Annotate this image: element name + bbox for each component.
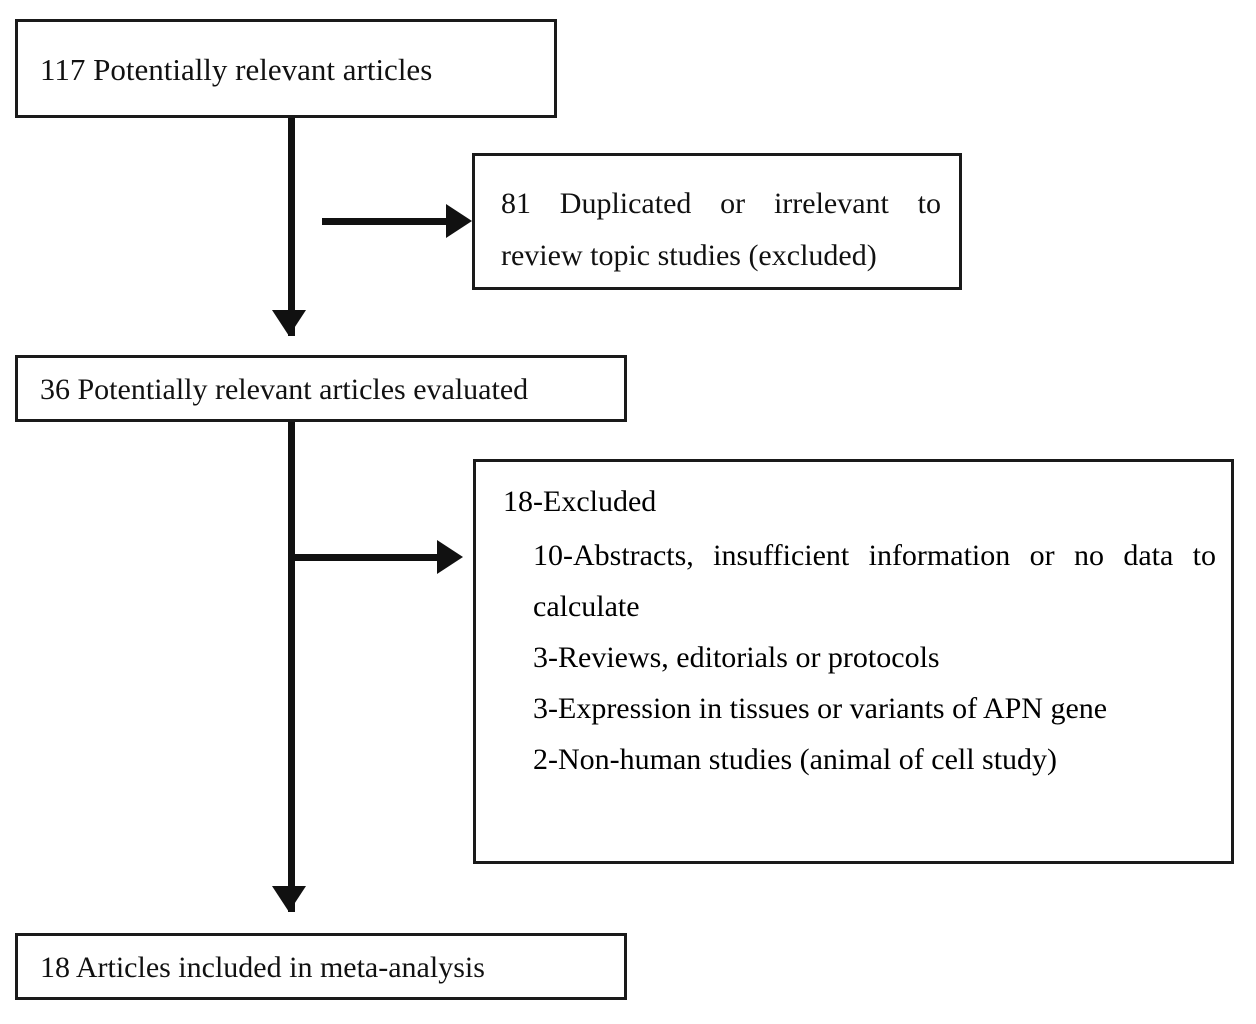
horizontal-connector-line	[322, 218, 458, 225]
node-included-articles: 18 Articles included in meta-analysis	[15, 933, 627, 1000]
arrowhead-down-icon	[272, 310, 306, 336]
exclusion-list-item: 10-Abstracts, insufficient information o…	[533, 539, 1216, 623]
exclusion-list-item: 3-Expression in tissues or variants of A…	[533, 692, 1108, 725]
node-exclusion-details: 18-Excluded 10-Abstracts, insufficient i…	[473, 459, 1234, 864]
node-duplicates-label: 81 Duplicated or irrelevant to review to…	[501, 187, 949, 272]
exclusion-list-item: 2-Non-human studies (animal of cell stud…	[533, 743, 1058, 776]
node-identified-articles: 117 Potentially relevant articles	[15, 19, 557, 118]
vertical-connector-line	[288, 118, 295, 336]
arrowhead-right-icon	[437, 540, 463, 574]
exclusions-list: 10-Abstracts, insufficient information o…	[533, 530, 1216, 785]
arrowhead-down-icon	[272, 886, 306, 912]
node-screened-articles: 36 Potentially relevant articles evaluat…	[15, 355, 627, 422]
node-included-label: 18 Articles included in meta-analysis	[40, 951, 485, 984]
horizontal-connector-line	[288, 554, 445, 561]
node-identified-label: 117 Potentially relevant articles	[40, 52, 433, 87]
exclusions-heading: 18-Excluded	[503, 485, 657, 518]
node-duplicates-excluded: 81 Duplicated or irrelevant to review to…	[472, 153, 962, 290]
exclusion-list-item: 3-Reviews, editorials or protocols	[533, 641, 940, 674]
arrowhead-right-icon	[446, 204, 472, 238]
vertical-connector-line	[288, 422, 295, 912]
node-screened-label: 36 Potentially relevant articles evaluat…	[40, 373, 529, 406]
